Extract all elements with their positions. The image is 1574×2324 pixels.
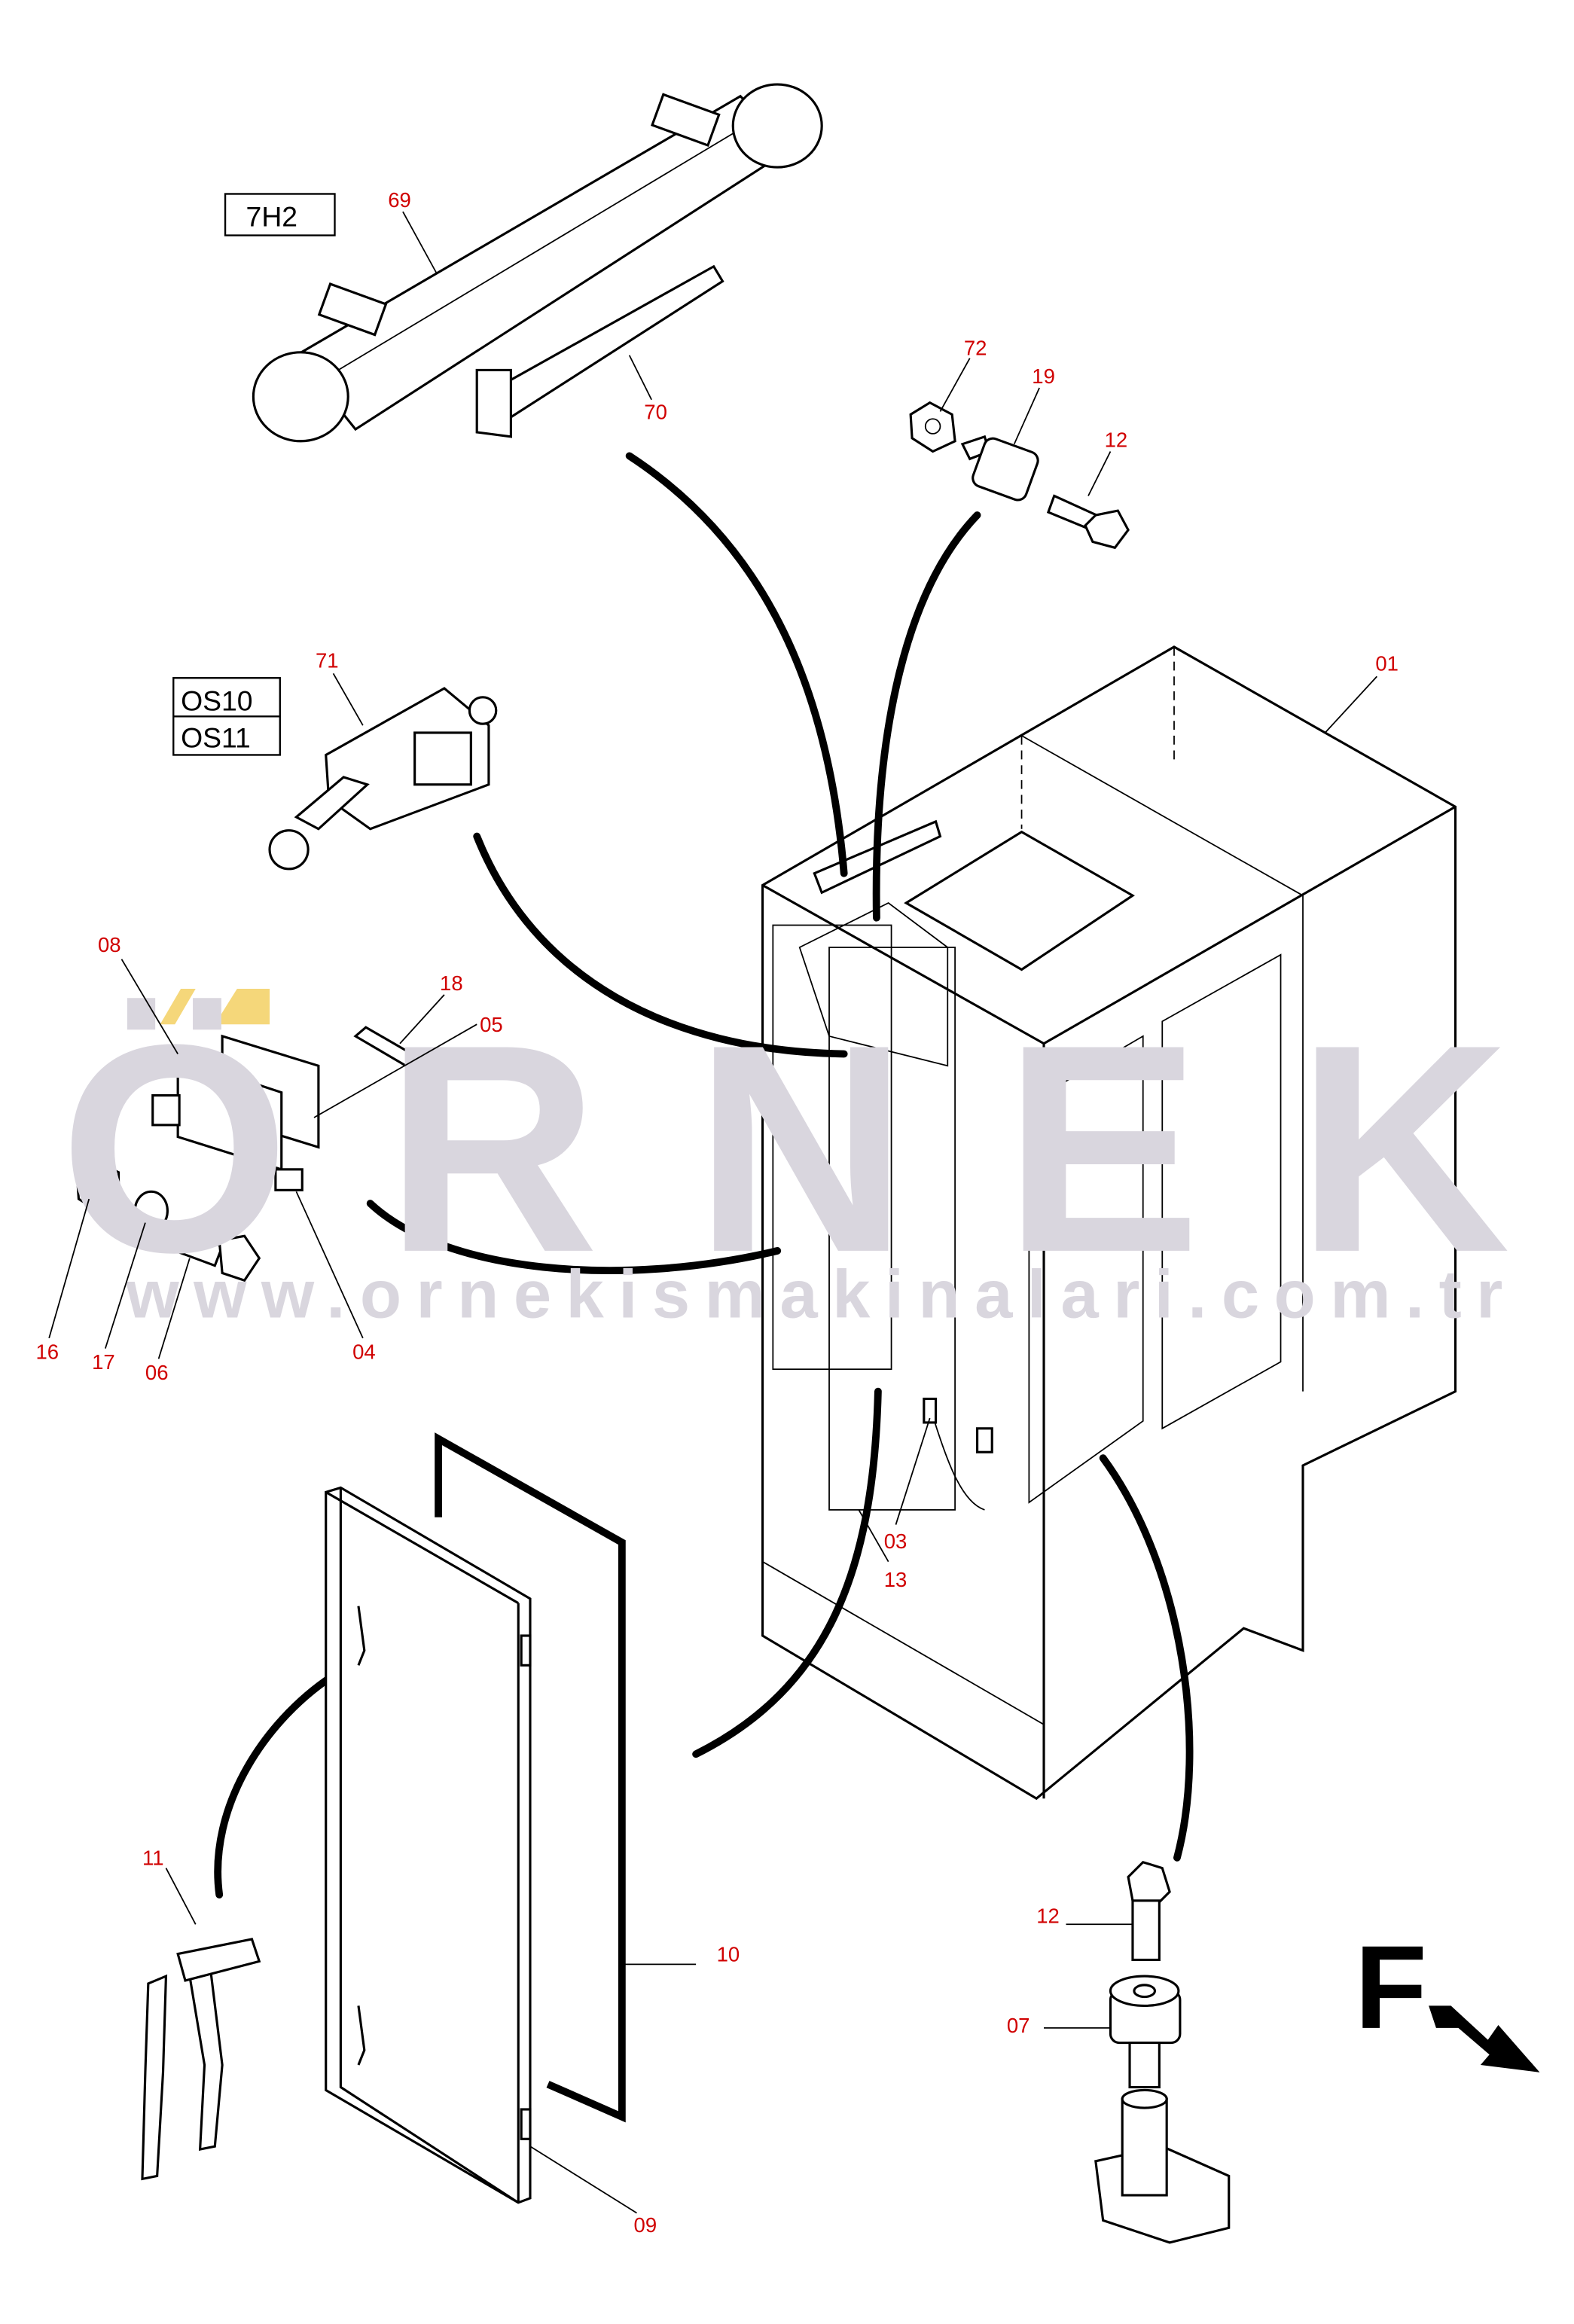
callout-12-lower: 12	[1036, 1904, 1060, 1927]
callout-11: 11	[142, 1847, 164, 1870]
watermark-url: www.ornekismakinalari.com.tr	[125, 1256, 1502, 1332]
reference-box-7h2: 7H2	[224, 193, 336, 236]
callout-10: 10	[717, 1942, 740, 1966]
parts-16-17-06	[75, 1160, 261, 1282]
part-18-pin	[353, 1026, 435, 1078]
svg-text:7H2: 7H2	[246, 201, 297, 233]
part-09-hinge	[520, 1634, 532, 1667]
callout-09: 09	[634, 2213, 657, 2237]
callout-13: 13	[884, 1568, 907, 1591]
watermark-accent	[215, 989, 270, 1025]
callout-17: 17	[92, 1350, 115, 1374]
callout-12: 12	[1105, 429, 1128, 452]
part-71-limit-switch	[268, 687, 498, 871]
part-11-handle	[141, 1938, 261, 2181]
watermark-accent	[160, 989, 196, 1025]
callout-69: 69	[388, 188, 411, 212]
parts-03-13	[923, 1397, 993, 1511]
parts-12-07-foot	[1094, 1860, 1231, 2244]
leader-lines	[48, 211, 1377, 2214]
callout-03: 03	[884, 1530, 907, 1553]
callout-06: 06	[145, 1361, 169, 1384]
reference-box-os10-os11: OS10 OS11	[172, 677, 281, 756]
part-70-bracket	[475, 264, 724, 438]
svg-text:OS10: OS10	[181, 685, 252, 716]
callout-70: 70	[644, 400, 667, 423]
part-10-gasket	[435, 1432, 626, 2123]
part-09-hinge	[520, 2108, 532, 2140]
callout-07: 07	[1007, 2014, 1030, 2037]
parts-08-05-04	[151, 1034, 320, 1191]
direction-marker: F	[1355, 1922, 1540, 2072]
callout-04: 04	[352, 1340, 376, 1363]
door	[325, 1486, 532, 2204]
callout-16: 16	[35, 1340, 59, 1363]
callouts: 69 70 72 19 12 71 01 08 18 05 16 17 06 0…	[35, 188, 1398, 2237]
callout-71: 71	[316, 648, 339, 672]
callout-19: 19	[1032, 364, 1055, 388]
svg-text:OS11: OS11	[181, 722, 251, 754]
part-69-cylinder	[252, 83, 823, 443]
connector-arcs	[214, 452, 1194, 1899]
svg-text:F: F	[1355, 1922, 1427, 2054]
part-01-cabinet	[761, 645, 1457, 1801]
callout-18: 18	[440, 971, 463, 995]
arrow-icon	[1429, 2005, 1540, 2072]
callout-05: 05	[480, 1013, 503, 1036]
callout-72: 72	[964, 337, 987, 360]
callout-08: 08	[98, 933, 121, 956]
parts-72-19-12	[909, 401, 1130, 550]
callout-01: 01	[1375, 651, 1399, 675]
